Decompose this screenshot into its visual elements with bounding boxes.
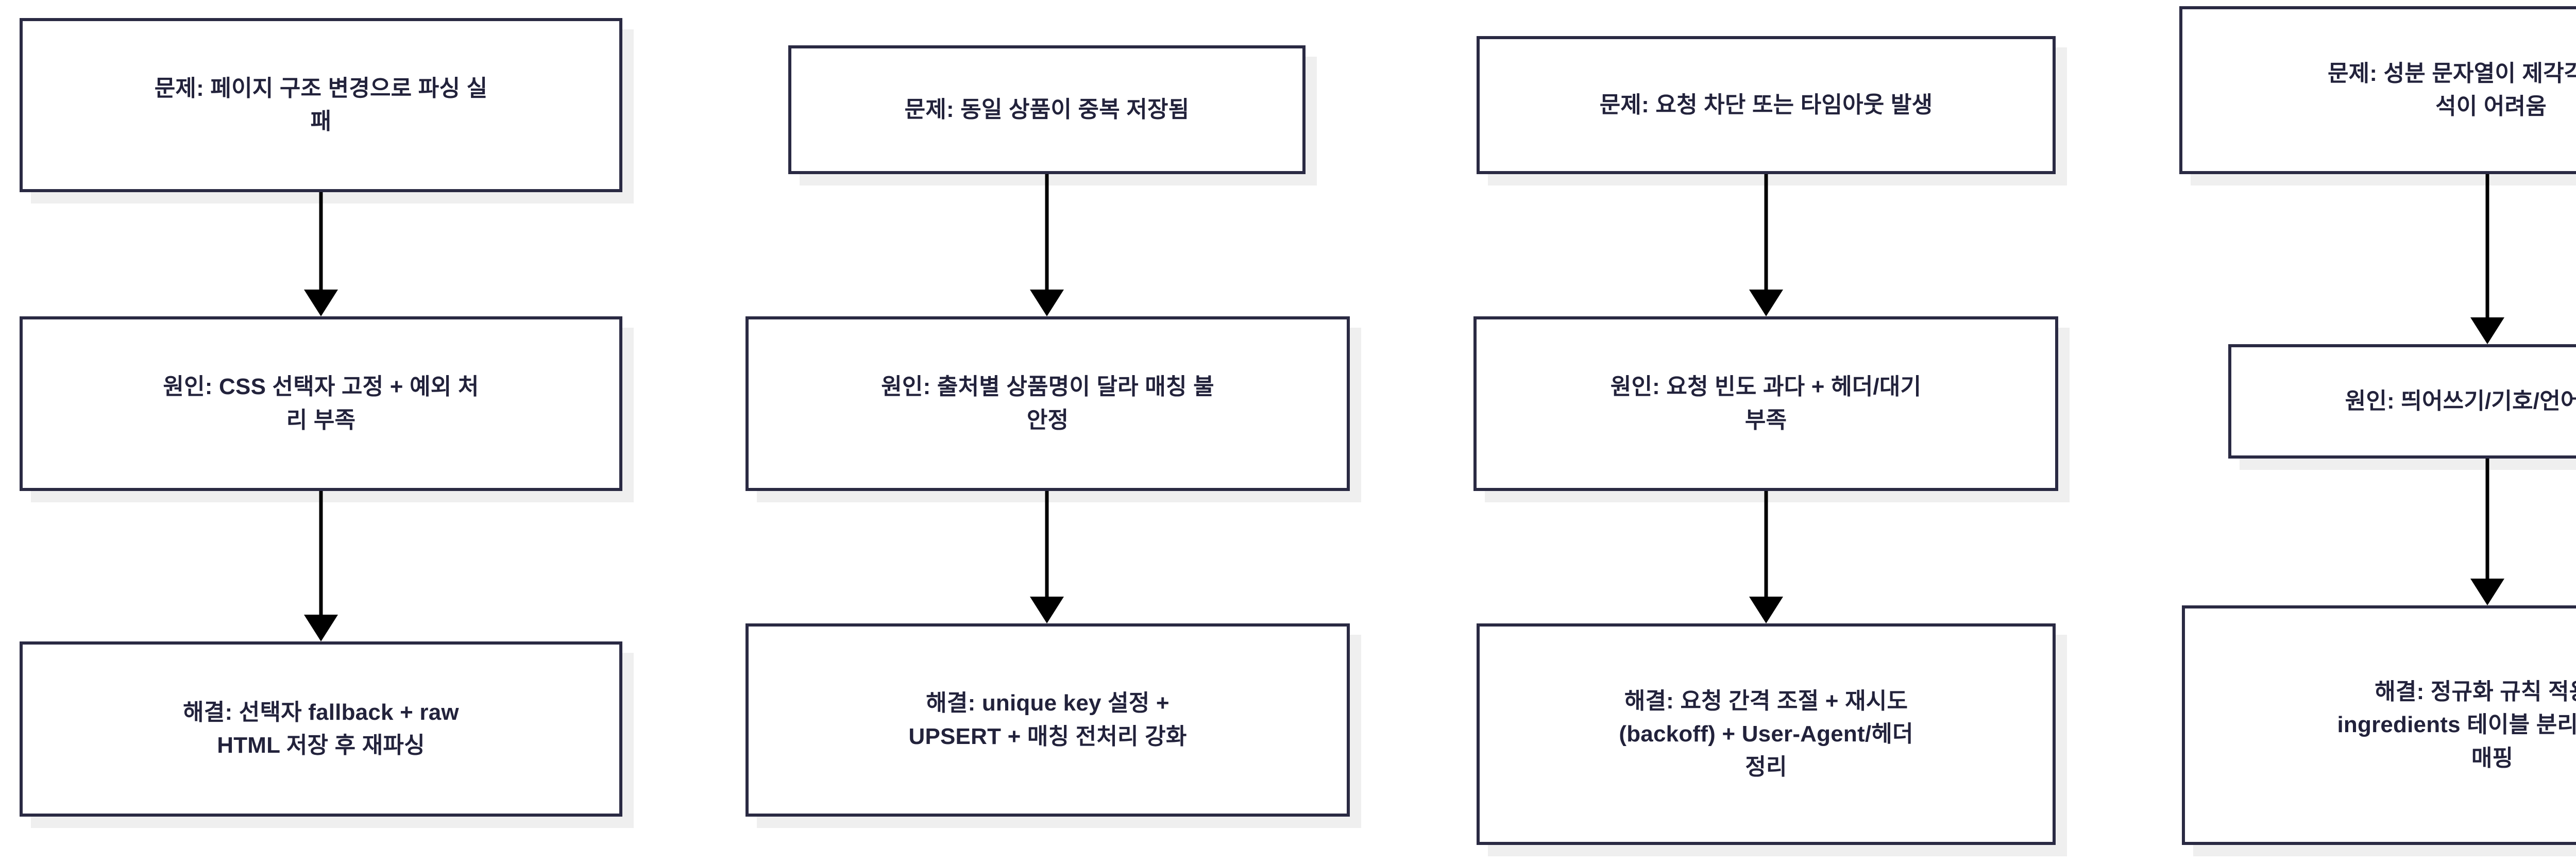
arrow-cause-to-solution-column-1 [304,491,338,641]
arrow-head [2470,317,2504,344]
arrow-shaft [319,192,323,290]
arrow-head [1030,290,1064,316]
node-label: 원인: CSS 선택자 고정 + 예외 처 리 부족 [163,374,479,433]
arrow-shaft [1764,174,1768,290]
node-solution-column-2[interactable]: 해결: unique key 설정 + UPSERT + 매칭 전처리 강화 [745,623,1350,817]
arrow-head [1030,597,1064,623]
node-label: 원인: 띄어쓰기/기호/언어 혼재 [2345,388,2576,414]
arrow-problem-to-cause-column-3 [1749,174,1783,316]
arrow-head [1749,597,1783,623]
node-label: 해결: 정규화 규칙 적용 + ingredients 테이블 분리 + M:N… [2337,679,2576,771]
node-label: 원인: 요청 빈도 과다 + 헤더/대기 부족 [1610,374,1922,433]
arrow-head [1749,290,1783,316]
node-label: 문제: 동일 상품이 중복 저장됨 [904,96,1190,122]
node-problem-column-2[interactable]: 문제: 동일 상품이 중복 저장됨 [788,45,1306,174]
arrow-shaft [2485,459,2489,579]
node-cause-column-1[interactable]: 원인: CSS 선택자 고정 + 예외 처 리 부족 [20,316,622,491]
arrow-cause-to-solution-column-2 [1030,491,1064,623]
arrow-problem-to-cause-column-1 [304,192,338,316]
node-label: 문제: 페이지 구조 변경으로 파싱 실 패 [154,75,488,134]
arrow-head [304,615,338,641]
node-label: 원인: 출처별 상품명이 달라 매칭 불 안정 [881,374,1214,433]
arrow-problem-to-cause-column-4 [2470,174,2504,344]
node-label: 문제: 요청 차단 또는 타임아웃 발생 [1599,92,1933,117]
arrow-cause-to-solution-column-3 [1749,491,1783,623]
arrow-problem-to-cause-column-2 [1030,174,1064,316]
arrow-shaft [319,491,323,615]
arrow-shaft [2485,174,2489,317]
node-cause-column-2[interactable]: 원인: 출처별 상품명이 달라 매칭 불 안정 [745,316,1350,491]
node-solution-column-3[interactable]: 해결: 요청 간격 조절 + 재시도 (backoff) + User-Agen… [1477,623,2056,845]
arrow-head [2470,579,2504,605]
arrow-head [304,290,338,316]
node-problem-column-1[interactable]: 문제: 페이지 구조 변경으로 파싱 실 패 [20,18,622,192]
node-problem-column-4[interactable]: 문제: 성분 문자열이 제각각이라 분 석이 어려움 [2179,6,2576,174]
arrow-shaft [1045,174,1049,290]
arrow-shaft [1045,491,1049,597]
node-label: 해결: 선택자 fallback + raw HTML 저장 후 재파싱 [183,699,459,758]
node-solution-column-1[interactable]: 해결: 선택자 fallback + raw HTML 저장 후 재파싱 [20,641,622,817]
node-solution-column-4[interactable]: 해결: 정규화 규칙 적용 + ingredients 테이블 분리 + M:N… [2182,605,2576,845]
arrow-cause-to-solution-column-4 [2470,459,2504,605]
arrow-shaft [1764,491,1768,597]
node-problem-column-3[interactable]: 문제: 요청 차단 또는 타임아웃 발생 [1477,36,2056,174]
node-cause-column-4[interactable]: 원인: 띄어쓰기/기호/언어 혼재 [2228,344,2576,459]
node-label: 해결: unique key 설정 + UPSERT + 매칭 전처리 강화 [908,690,1187,749]
node-label: 문제: 성분 문자열이 제각각이라 분 석이 어려움 [2327,60,2576,119]
node-label: 해결: 요청 간격 조절 + 재시도 (backoff) + User-Agen… [1619,688,1913,780]
node-cause-column-3[interactable]: 원인: 요청 빈도 과다 + 헤더/대기 부족 [1473,316,2058,491]
